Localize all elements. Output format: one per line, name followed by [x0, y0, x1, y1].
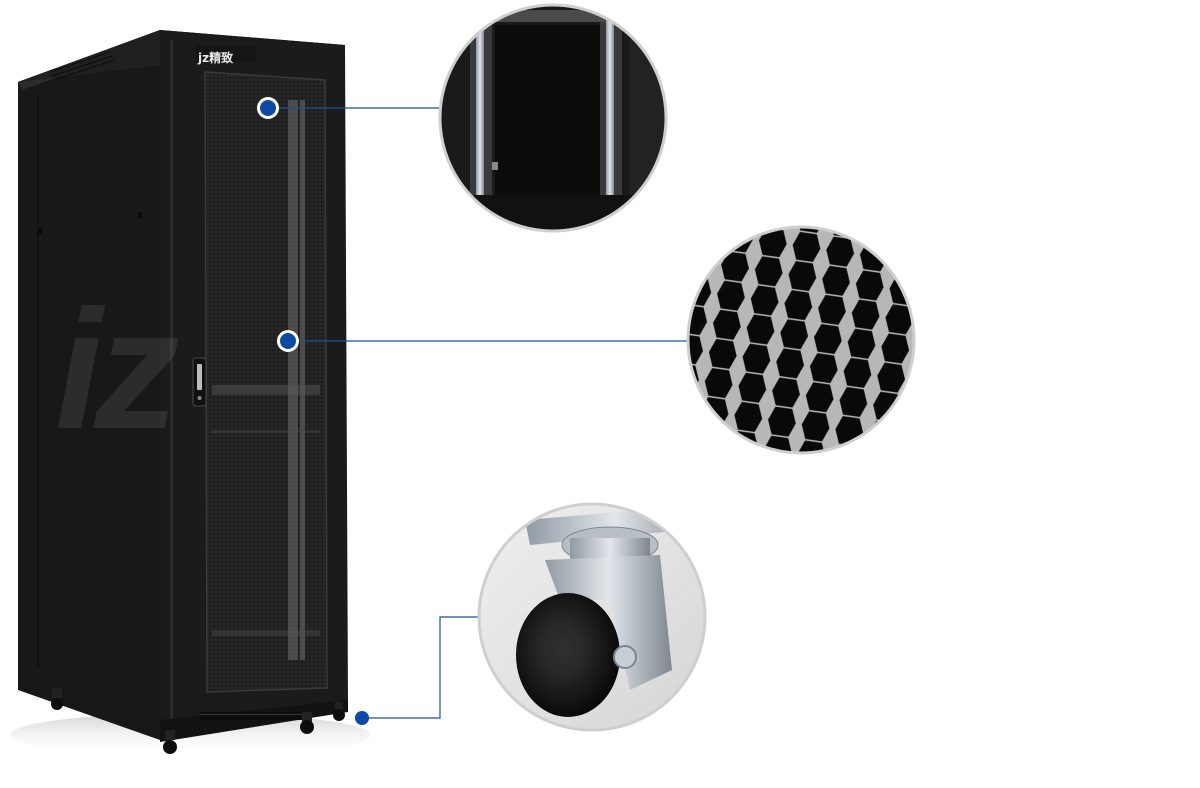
cabinet-caster-icon	[51, 688, 345, 754]
detail-lens-mesh	[686, 225, 916, 455]
callout-lines	[268, 107, 688, 719]
brand-logo: jz精致	[198, 51, 234, 65]
detail-lens-caster	[477, 502, 707, 732]
door-handle-icon	[192, 357, 207, 407]
cabinet-base	[160, 700, 348, 742]
callout-marker-mesh[interactable]	[277, 330, 299, 352]
cabinet-mesh-door	[204, 71, 328, 693]
detail-lens-rails	[438, 3, 668, 233]
callout-line-caster	[362, 616, 480, 719]
top-vent	[49, 51, 115, 81]
cabinet-side-panel	[18, 30, 160, 740]
callout-marker-rails[interactable]	[257, 97, 279, 119]
callout-marker-caster[interactable]	[355, 711, 369, 725]
brand-plate	[196, 46, 256, 62]
